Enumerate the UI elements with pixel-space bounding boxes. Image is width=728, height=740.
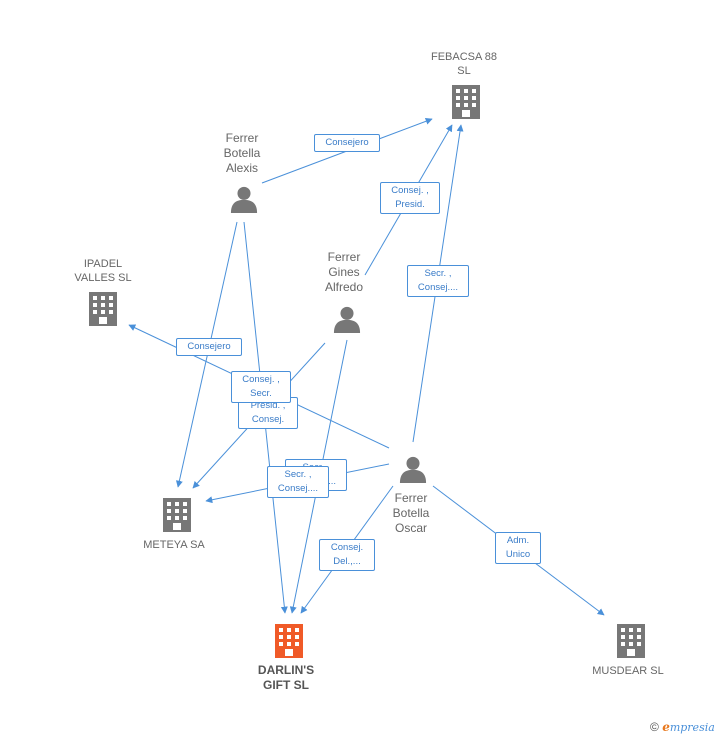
darlins-building-icon[interactable] bbox=[273, 624, 305, 658]
edge-label-alexis-meteya[interactable]: Consejero bbox=[176, 338, 242, 356]
edge-label-oscar-febacsa[interactable]: Secr. , Consej.... bbox=[407, 265, 469, 297]
febacsa-building-icon[interactable] bbox=[450, 85, 482, 119]
label-febacsa[interactable]: FEBACSA 88 SL bbox=[430, 51, 498, 77]
oscar-person-icon[interactable] bbox=[399, 456, 427, 483]
edge-label-alexis-febacsa[interactable]: Consejero bbox=[314, 134, 380, 152]
brand-name: mpresia bbox=[669, 721, 715, 734]
label-musdear[interactable]: MUSDEAR SL bbox=[592, 665, 664, 677]
copyright-symbol: © bbox=[650, 720, 659, 734]
edge-label-oscar-meteya[interactable]: Secr. , Consej.... bbox=[267, 466, 329, 498]
musdear-building-icon[interactable] bbox=[615, 624, 647, 658]
edge-label-oscar-darlins[interactable]: Consej. Del.,... bbox=[319, 539, 375, 571]
label-ipadel[interactable]: IPADEL VALLES SL bbox=[74, 258, 132, 284]
label-oscar[interactable]: Ferrer Botella Oscar bbox=[392, 491, 430, 535]
label-darlins[interactable]: DARLIN'S GIFT SL bbox=[257, 663, 315, 692]
meteya-building-icon[interactable] bbox=[161, 498, 193, 532]
ipadel-building-icon[interactable] bbox=[87, 292, 119, 326]
label-meteya[interactable]: METEYA SA bbox=[143, 539, 205, 551]
label-alfredo[interactable]: Ferrer Gines Alfredo bbox=[324, 250, 364, 294]
alfredo-person-icon[interactable] bbox=[333, 306, 361, 333]
edge-label-alexis-darlins[interactable]: Consej. , Secr. bbox=[231, 371, 291, 403]
edge-label-oscar-musdear[interactable]: Adm. Unico bbox=[495, 532, 541, 564]
empresia-brand[interactable]: © empresia bbox=[650, 720, 715, 734]
brand-logo-e: e bbox=[662, 720, 670, 734]
label-alexis[interactable]: Ferrer Botella Alexis bbox=[223, 131, 261, 175]
alexis-person-icon[interactable] bbox=[230, 186, 258, 213]
edge-label-alfredo-febacsa[interactable]: Consej. , Presid. bbox=[380, 182, 440, 214]
